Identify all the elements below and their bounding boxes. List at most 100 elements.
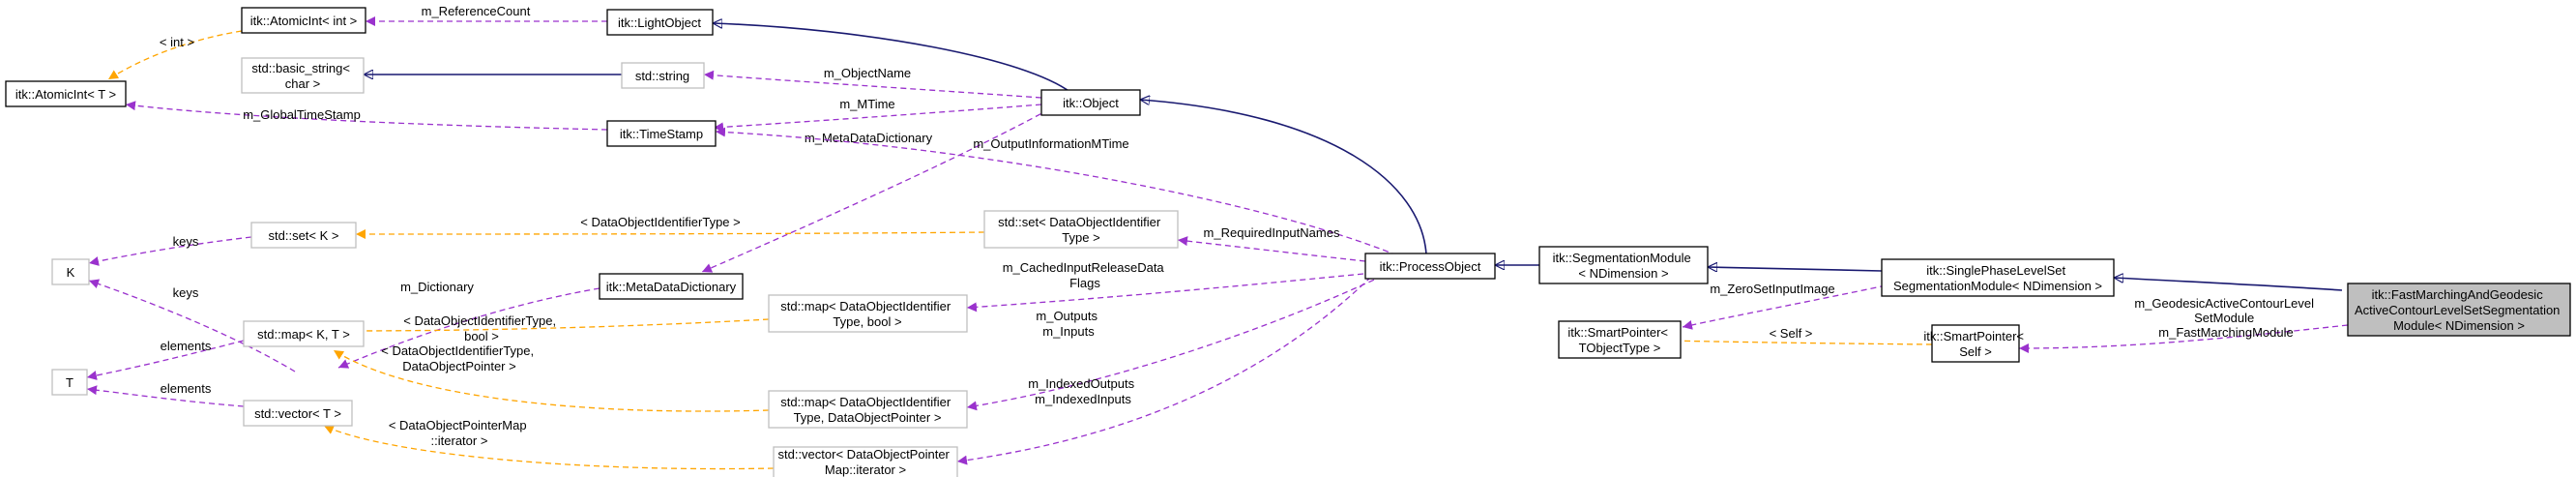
- edge-required-input-names: [1177, 236, 1366, 262]
- edge-set-keys: [88, 236, 252, 266]
- node-fastmarching-line-1: itk::FastMarchingAndGeodesic: [2372, 287, 2544, 302]
- edge-label-cached-input-flags-line-2: Flags: [1069, 276, 1100, 290]
- edge-label-geodesic-fastmarching: m_GeodesicActiveContourLevel SetModule m…: [2134, 296, 2317, 340]
- edge-label-map-doit-dop-line-2: DataObjectPointer >: [402, 359, 515, 373]
- node-k[interactable]: K: [51, 258, 90, 285]
- edge-vector-elements: [86, 385, 245, 407]
- edge-label-map-doit-bool: < DataObjectIdentifierType, bool >: [403, 313, 560, 343]
- svg-text:itk::ProcessObject: itk::ProcessObject: [1380, 259, 1481, 274]
- node-smartpointer-self[interactable]: itk::SmartPointer< Self >: [1923, 324, 2027, 363]
- edge-label-metadatadictionary: m_MetaDataDictionary: [805, 131, 933, 145]
- node-lightobject[interactable]: itk::LightObject: [606, 9, 714, 36]
- edge-label-geodesic-fastmarching-line-3: m_FastMarchingModule: [2158, 325, 2293, 340]
- node-vector-dopm-line-1: std::vector< DataObjectPointer: [777, 447, 950, 462]
- edge-self-template: [1664, 336, 1933, 346]
- edge-label-set-keys: keys: [173, 234, 199, 249]
- node-map-kt-line: std::map< K, T >: [257, 327, 350, 342]
- edge-label-cached-input-flags: m_CachedInputReleaseData Flags: [1003, 260, 1168, 290]
- node-set-k[interactable]: std::set< K >: [250, 222, 357, 249]
- edge-label-required-input-names-line: m_RequiredInputNames: [1204, 225, 1340, 240]
- node-vector-t[interactable]: std::vector< T >: [243, 400, 353, 427]
- node-smartpointer-self-line-2: Self >: [1959, 344, 1992, 359]
- node-k-line: K: [67, 265, 75, 280]
- edge-label-global-timestamp: m_GlobalTimeStamp: [243, 107, 361, 122]
- node-set-doit-line-2: Type >: [1062, 230, 1099, 245]
- node-map-doit-dop[interactable]: std::map< DataObjectIdentifier Type, Dat…: [768, 390, 968, 429]
- edge-label-indexed-line-1: m_IndexedOutputs: [1028, 376, 1134, 391]
- node-object-line: itk::Object: [1063, 96, 1119, 110]
- node-set-k-line: std::set< K >: [269, 228, 339, 243]
- node-object[interactable]: itk::Object: [1040, 89, 1141, 116]
- node-atomicint-t-line: itk::AtomicInt< T >: [15, 87, 116, 102]
- edge-label-vector-dopm-line-1: < DataObjectPointerMap: [389, 418, 527, 432]
- node-vector-dopm[interactable]: std::vector< DataObjectPointer Map::iter…: [773, 446, 958, 477]
- node-singlephase-line-1: itk::SinglePhaseLevelSet: [1926, 263, 2065, 278]
- edge-label-object-name-line: m_ObjectName: [824, 66, 911, 80]
- edge-vector-dopm-template: [323, 425, 775, 470]
- node-map-doit-dop-line-2: Type, DataObjectPointer >: [794, 410, 942, 425]
- edge-label-cached-input-flags-line-1: m_CachedInputReleaseData: [1003, 260, 1165, 275]
- edge-map-elements: [86, 340, 245, 380]
- edge-label-map-doit-bool-line-1: < DataObjectIdentifierType,: [403, 313, 556, 328]
- node-basic-string-line-2: char >: [285, 76, 321, 91]
- edge-label-geodesic-fastmarching-line-2: SetModule: [2194, 311, 2254, 325]
- node-segmentationmodule-line-2: < NDimension >: [1578, 266, 1668, 281]
- edge-label-reference-count-line: m_ReferenceCount: [422, 4, 531, 18]
- node-atomicint-t[interactable]: itk::AtomicInt< T >: [5, 80, 127, 107]
- edge-label-set-keys-line: keys: [173, 234, 199, 249]
- edge-dictionary: [337, 287, 600, 369]
- node-t[interactable]: T: [51, 369, 88, 396]
- node-smartpointer-tobjecttype[interactable]: itk::SmartPointer< TObjectType >: [1558, 320, 1682, 359]
- node-set-doit[interactable]: std::set< DataObjectIdentifier Type >: [983, 210, 1179, 249]
- svg-text:itk::SinglePhaseLevelSet: itk::SinglePhaseLevelSet SegmentationMod…: [1893, 263, 2102, 293]
- node-vector-dopm-line-2: Map::iterator >: [825, 462, 906, 477]
- svg-text:std::map< DataObjectIdentifier: std::map< DataObjectIdentifier Type, boo…: [780, 299, 954, 329]
- node-smartpointer-tobjecttype-line-2: TObjectType >: [1579, 341, 1661, 355]
- edge-label-output-information-mtime: m_OutputInformationMTime: [973, 136, 1128, 151]
- edge-map-doit-bool-template: [339, 318, 770, 336]
- node-map-doit-bool[interactable]: std::map< DataObjectIdentifier Type, boo…: [768, 294, 968, 333]
- edge-label-map-doit-bool-line-2: bool >: [464, 329, 499, 343]
- svg-text:std::string: std::string: [635, 69, 689, 83]
- node-map-doit-bool-line-2: Type, bool >: [833, 314, 901, 329]
- node-basic-string-line-1: std::basic_string<: [251, 61, 350, 75]
- edge-label-zero-set-input-image: m_ZeroSetInputImage: [1710, 282, 1834, 296]
- node-segmentationmodule[interactable]: itk::SegmentationModule < NDimension >: [1538, 246, 1709, 284]
- svg-text:std::basic_string< cha: std::basic_string< char >: [251, 61, 353, 91]
- edge-label-outputs-inputs-line-1: m_Outputs: [1036, 309, 1098, 323]
- edge-label-vector-elements: elements: [161, 381, 212, 396]
- edge-label-set-doit-line: < DataObjectIdentifierType >: [580, 215, 740, 229]
- node-map-doit-bool-line-1: std::map< DataObjectIdentifier: [780, 299, 951, 313]
- edge-object-inherits-lightobject: [713, 23, 1072, 94]
- node-basic-string[interactable]: std::basic_string< char >: [241, 57, 365, 94]
- svg-text:std::set< DataObjectIdentifier: std::set< DataObjectIdentifier Type >: [998, 215, 1164, 245]
- edge-processobject-inherits-object: [1140, 100, 1427, 255]
- edge-label-map-elements: elements: [161, 339, 212, 353]
- node-metadatadictionary[interactable]: itk::MetaDataDictionary: [599, 273, 744, 300]
- edge-fastmarching-inherits-singlephase: [2114, 278, 2343, 291]
- node-singlephase[interactable]: itk::SinglePhaseLevelSet SegmentationMod…: [1881, 258, 2115, 297]
- node-metadatadictionary-line: itk::MetaDataDictionary: [606, 280, 737, 294]
- edge-label-map-keys-line: keys: [173, 285, 199, 300]
- edge-map-doit-dop-template: [333, 349, 770, 412]
- edge-label-map-keys: keys: [173, 285, 199, 300]
- edge-label-reference-count: m_ReferenceCount: [422, 4, 531, 18]
- node-fastmarching-line-2: ActiveContourLevelSetSegmentation: [2355, 303, 2560, 317]
- node-atomicint-int[interactable]: itk::AtomicInt< int >: [241, 7, 366, 34]
- edge-label-set-doit: < DataObjectIdentifierType >: [580, 215, 740, 229]
- edge-label-dictionary: m_Dictionary: [400, 280, 474, 294]
- node-processobject[interactable]: itk::ProcessObject: [1364, 253, 1496, 280]
- node-fastmarching-focus[interactable]: itk::FastMarchingAndGeodesic ActiveConto…: [2347, 283, 2571, 337]
- svg-text:std::map< DataObjectIdentifier: std::map< DataObjectIdentifier Type, Dat…: [780, 395, 954, 425]
- edge-label-metadatadictionary-line: m_MetaDataDictionary: [805, 131, 933, 145]
- node-atomicint-int-line: itk::AtomicInt< int >: [250, 14, 358, 28]
- edge-label-self: < Self >: [1770, 326, 1813, 341]
- edge-output-information-mtime: [715, 127, 1398, 256]
- node-timestamp-line: itk::TimeStamp: [620, 127, 703, 141]
- svg-text:itk::FastMarchingAndGeodesic: itk::FastMarchingAndGeodesic ActiveConto…: [2355, 287, 2563, 333]
- edge-label-geodesic-fastmarching-line-1: m_GeodesicActiveContourLevel: [2134, 296, 2314, 311]
- edge-label-global-timestamp-line: m_GlobalTimeStamp: [243, 107, 361, 122]
- node-std-string[interactable]: std::string: [621, 62, 705, 89]
- node-timestamp[interactable]: itk::TimeStamp: [606, 120, 717, 147]
- node-map-kt[interactable]: std::map< K, T >: [243, 320, 365, 347]
